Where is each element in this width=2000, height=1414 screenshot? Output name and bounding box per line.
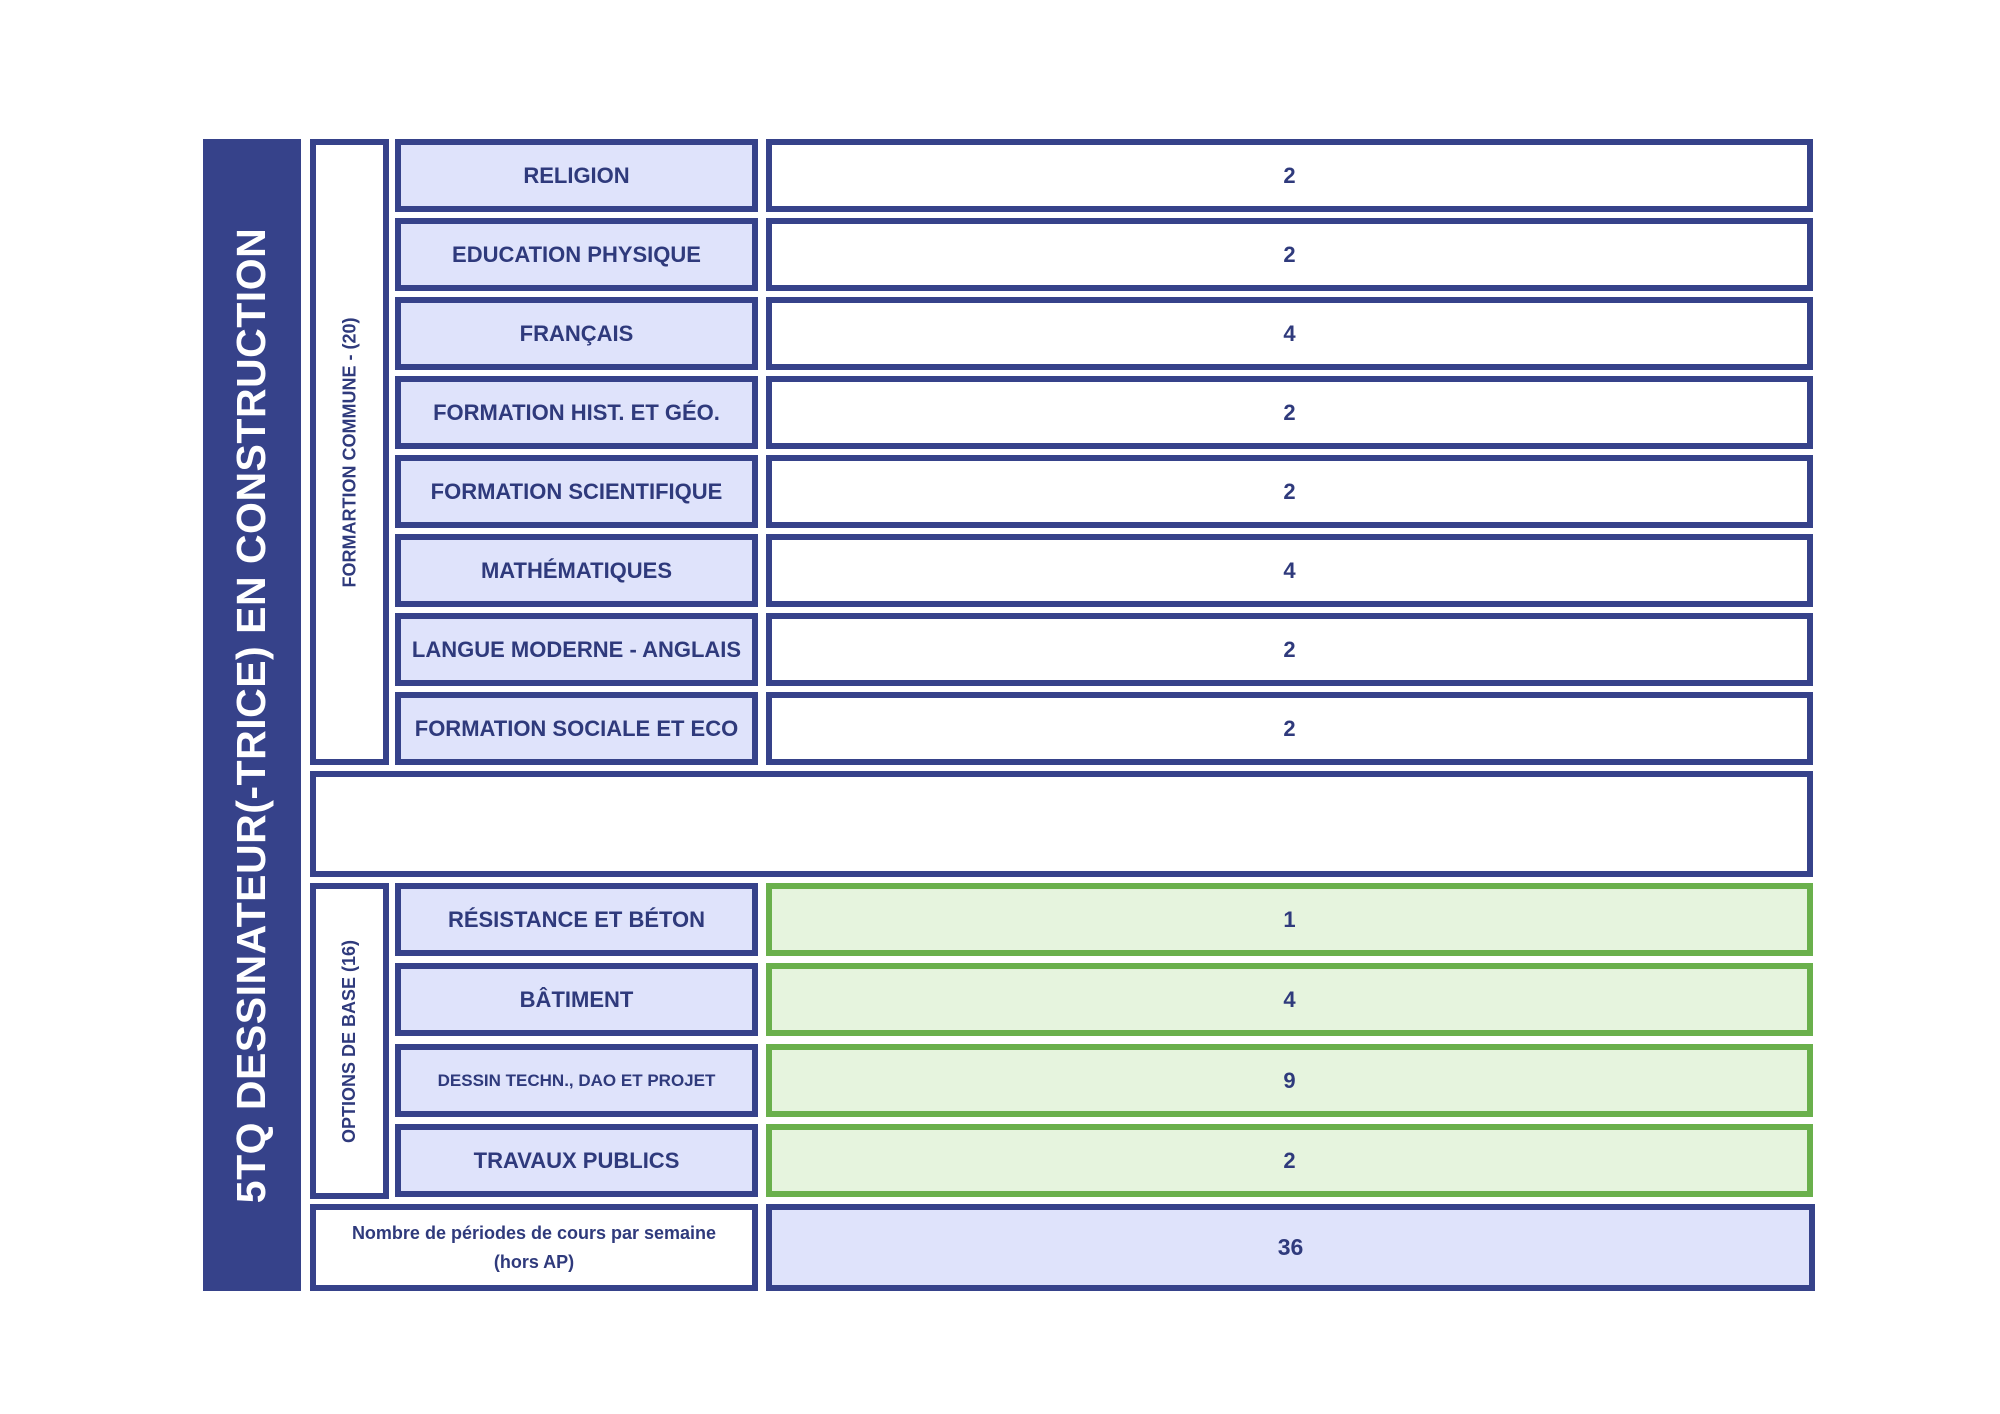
table-row: FORMATION SOCIALE ET ECO 2 bbox=[395, 692, 1813, 765]
table-row: FRANÇAIS 4 bbox=[395, 297, 1813, 370]
subject-cell: RELIGION bbox=[395, 139, 758, 212]
hours-cell: 2 bbox=[766, 139, 1813, 212]
hours-cell: 1 bbox=[766, 883, 1813, 956]
subject-cell: FORMATION SCIENTIFIQUE bbox=[395, 455, 758, 528]
hours-cell: 2 bbox=[766, 455, 1813, 528]
table-row: FORMATION SCIENTIFIQUE 2 bbox=[395, 455, 1813, 528]
hours-cell: 4 bbox=[766, 963, 1813, 1036]
empty-separator-row bbox=[310, 771, 1813, 877]
total-value: 36 bbox=[766, 1204, 1815, 1291]
program-title-bar: 5TQ DESSINATEUR(-TRICE) EN CONSTRUCTION bbox=[203, 139, 301, 1291]
table-row: DESSIN TECHN., DAO ET PROJET 9 bbox=[395, 1044, 1813, 1117]
table-row: RÉSISTANCE ET BÉTON 1 bbox=[395, 883, 1813, 956]
hours-cell: 2 bbox=[766, 218, 1813, 291]
hours-cell: 2 bbox=[766, 376, 1813, 449]
hours-cell: 9 bbox=[766, 1044, 1813, 1117]
table-row: RELIGION 2 bbox=[395, 139, 1813, 212]
subject-cell: LANGUE MODERNE - ANGLAIS bbox=[395, 613, 758, 686]
subject-cell: RÉSISTANCE ET BÉTON bbox=[395, 883, 758, 956]
subject-cell: EDUCATION PHYSIQUE bbox=[395, 218, 758, 291]
table-row: TRAVAUX PUBLICS 2 bbox=[395, 1124, 1813, 1197]
table-row: LANGUE MODERNE - ANGLAIS 2 bbox=[395, 613, 1813, 686]
common-group-label: FORMARTION COMMUNE - (20) bbox=[310, 139, 389, 765]
hours-cell: 2 bbox=[766, 613, 1813, 686]
hours-cell: 4 bbox=[766, 534, 1813, 607]
total-label-line-1: Nombre de périodes de cours par semaine bbox=[351, 1222, 717, 1243]
total-label-line-2: (hors AP) bbox=[493, 1251, 575, 1272]
subject-cell: MATHÉMATIQUES bbox=[395, 534, 758, 607]
subject-cell: TRAVAUX PUBLICS bbox=[395, 1124, 758, 1197]
table-row: EDUCATION PHYSIQUE 2 bbox=[395, 218, 1813, 291]
options-group-label: OPTIONS DE BASE (16) bbox=[310, 883, 389, 1199]
hours-cell: 4 bbox=[766, 297, 1813, 370]
total-label: Nombre de périodes de cours par semaine … bbox=[310, 1204, 758, 1291]
options-group-label-text: OPTIONS DE BASE (16) bbox=[339, 939, 360, 1143]
hours-cell: 2 bbox=[766, 692, 1813, 765]
hours-cell: 2 bbox=[766, 1124, 1813, 1197]
table-row: MATHÉMATIQUES 4 bbox=[395, 534, 1813, 607]
subject-cell: DESSIN TECHN., DAO ET PROJET bbox=[395, 1044, 758, 1117]
program-title: 5TQ DESSINATEUR(-TRICE) EN CONSTRUCTION bbox=[228, 227, 275, 1203]
subject-cell: FORMATION HIST. ET GÉO. bbox=[395, 376, 758, 449]
table-row: BÂTIMENT 4 bbox=[395, 963, 1813, 1036]
subject-cell: BÂTIMENT bbox=[395, 963, 758, 1036]
table-row: FORMATION HIST. ET GÉO. 2 bbox=[395, 376, 1813, 449]
subject-cell: FORMATION SOCIALE ET ECO bbox=[395, 692, 758, 765]
common-group-label-text: FORMARTION COMMUNE - (20) bbox=[339, 317, 360, 587]
subject-cell: FRANÇAIS bbox=[395, 297, 758, 370]
